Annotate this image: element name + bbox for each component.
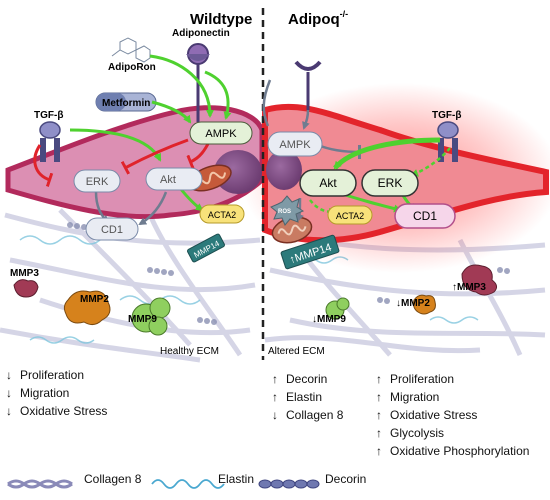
svg-text:CD1: CD1 [101, 224, 123, 236]
mmp9-protein-icon [131, 297, 171, 336]
outcome-label: Elastin [286, 390, 323, 404]
legend-elastin-label: Elastin [218, 472, 255, 486]
nucleus-icon [266, 150, 302, 190]
capsule-icon [95, 92, 157, 112]
legend-decorin-label: Decorin [325, 472, 367, 486]
outcome-item: ↑ Oxidative Phosphorylation [376, 442, 529, 460]
outcome-label: Decorin [286, 372, 328, 386]
outcome-arrow: ↓ [272, 408, 278, 422]
outcome-arrow: ↑ [272, 372, 278, 386]
metformin-label: Metformin [102, 98, 150, 109]
mmp2-protein-icon [63, 290, 111, 326]
svg-text:Akt: Akt [319, 176, 337, 190]
legend-collagen-label: Collagen 8 [84, 472, 142, 486]
mmp3-protein-icon [13, 279, 39, 298]
mmp3-label-left: MMP3 [10, 268, 39, 279]
tgfb-receptor-icon [437, 121, 459, 162]
ecm-label-altered: Altered ECM [268, 346, 325, 357]
receptor-icon [186, 43, 210, 122]
svg-text:ACTA2: ACTA2 [208, 210, 236, 220]
panel-title-knockout: Adipoq-/- [288, 9, 348, 28]
mmp2-label-left: MMP2 [80, 294, 109, 305]
tgfb-receptor-icon [39, 121, 61, 162]
tgfb-label-left: TGF-β [34, 110, 63, 121]
outcomes-ecm: ↑ Decorin ↑ Elastin ↓ Collagen 8 [272, 370, 343, 424]
outcome-item: ↓ Proliferation [6, 366, 107, 384]
svg-text:ERK: ERK [86, 176, 109, 188]
collagen-icon [7, 479, 73, 489]
outcome-arrow: ↑ [376, 372, 382, 386]
mmp9-label-left: MMP9 [128, 314, 157, 325]
outcome-label: Proliferation [390, 372, 455, 386]
outcome-item: ↓ Migration [6, 384, 107, 402]
svg-text:AMPK: AMPK [205, 128, 237, 140]
mmp2-label-right: ↓MMP2 [396, 298, 430, 309]
outcome-arrow: ↑ [376, 426, 382, 440]
outcome-arrow: ↑ [376, 444, 382, 458]
receptor-icon [294, 60, 322, 110]
outcome-item: ↑ Elastin [272, 388, 343, 406]
outcome-label: Proliferation [20, 368, 85, 382]
panel-title-wildtype: Wildtype [190, 11, 252, 28]
outcome-item: ↑ Glycolysis [376, 424, 529, 442]
svg-text:ERK: ERK [378, 176, 403, 190]
ros-label: ROS [278, 209, 291, 215]
mmp3-label-right: ↑MMP3 [452, 282, 486, 293]
outcome-item: ↑ Oxidative Stress [376, 406, 529, 424]
outcome-label: Oxidative Stress [20, 404, 108, 418]
outcome-arrow: ↑ [376, 408, 382, 422]
outcome-label: Glycolysis [390, 426, 445, 440]
svg-text:CD1: CD1 [413, 209, 437, 223]
svg-text:ACTA2: ACTA2 [336, 211, 364, 221]
ecm-label-healthy: Healthy ECM [160, 346, 219, 357]
outcome-label: Migration [390, 390, 440, 404]
outcome-item: ↑ Proliferation [376, 370, 529, 388]
outcome-item: ↑ Decorin [272, 370, 343, 388]
outcome-item: ↓ Collagen 8 [272, 406, 343, 424]
outcomes-wildtype: ↓ Proliferation ↓ Migration ↓ Oxidative Stres… [6, 366, 107, 420]
outcome-label: Migration [20, 386, 70, 400]
node-ampk-knockout: AMPK [267, 131, 323, 157]
adiponectin-label: Adiponectin [172, 28, 230, 39]
node-cd1-wildtype: CD1 [85, 217, 139, 241]
adiporon-molecule-icon [111, 37, 151, 63]
outcome-arrow: ↑ [376, 390, 382, 404]
decorin-icon [258, 479, 320, 489]
node-ampk-wildtype: AMPK [189, 121, 253, 145]
outcomes-knockout: ↑ Proliferation ↑ Migration ↑ Oxidative Stres… [376, 370, 529, 460]
decorin-chains [67, 222, 510, 325]
outcome-arrow: ↓ [6, 404, 12, 418]
node-erk-wildtype: ERK [73, 169, 121, 193]
ros-burst-icon [270, 195, 305, 226]
adiporon-label: AdipoRon [108, 62, 156, 73]
outcome-arrow: ↓ [6, 368, 12, 382]
outcome-item: ↓ Oxidative Stress [6, 402, 107, 420]
elastin-icon [151, 479, 225, 489]
outcome-label: Oxidative Stress [390, 408, 478, 422]
node-akt-knockout: Akt [299, 169, 357, 197]
outcome-item: ↑ Migration [376, 388, 529, 406]
svg-text:AMPK: AMPK [279, 139, 311, 151]
node-mmp14-wildtype: MMP14 [187, 233, 225, 263]
node-cd1-knockout: CD1 [394, 203, 456, 229]
node-acta2-knockout: ACTA2 [327, 205, 373, 225]
outcome-arrow: ↑ [272, 390, 278, 404]
mmp2-protein-icon [413, 294, 436, 315]
node-akt-wildtype: Akt [145, 167, 203, 191]
outcome-label: Oxidative Phosphorylation [390, 444, 530, 458]
mmp3-protein-icon [461, 264, 498, 296]
svg-text:Akt: Akt [160, 174, 176, 186]
mmp9-label-right: ↓MMP9 [312, 314, 346, 325]
tgfb-label-right: TGF-β [432, 110, 461, 121]
mmp9-protein-icon [325, 297, 350, 320]
outcome-label: Collagen 8 [286, 408, 344, 422]
node-acta2-wildtype: ACTA2 [199, 204, 245, 224]
outcome-arrow: ↓ [6, 386, 12, 400]
nucleus-icon [214, 150, 262, 194]
node-erk-knockout: ERK [361, 169, 419, 197]
